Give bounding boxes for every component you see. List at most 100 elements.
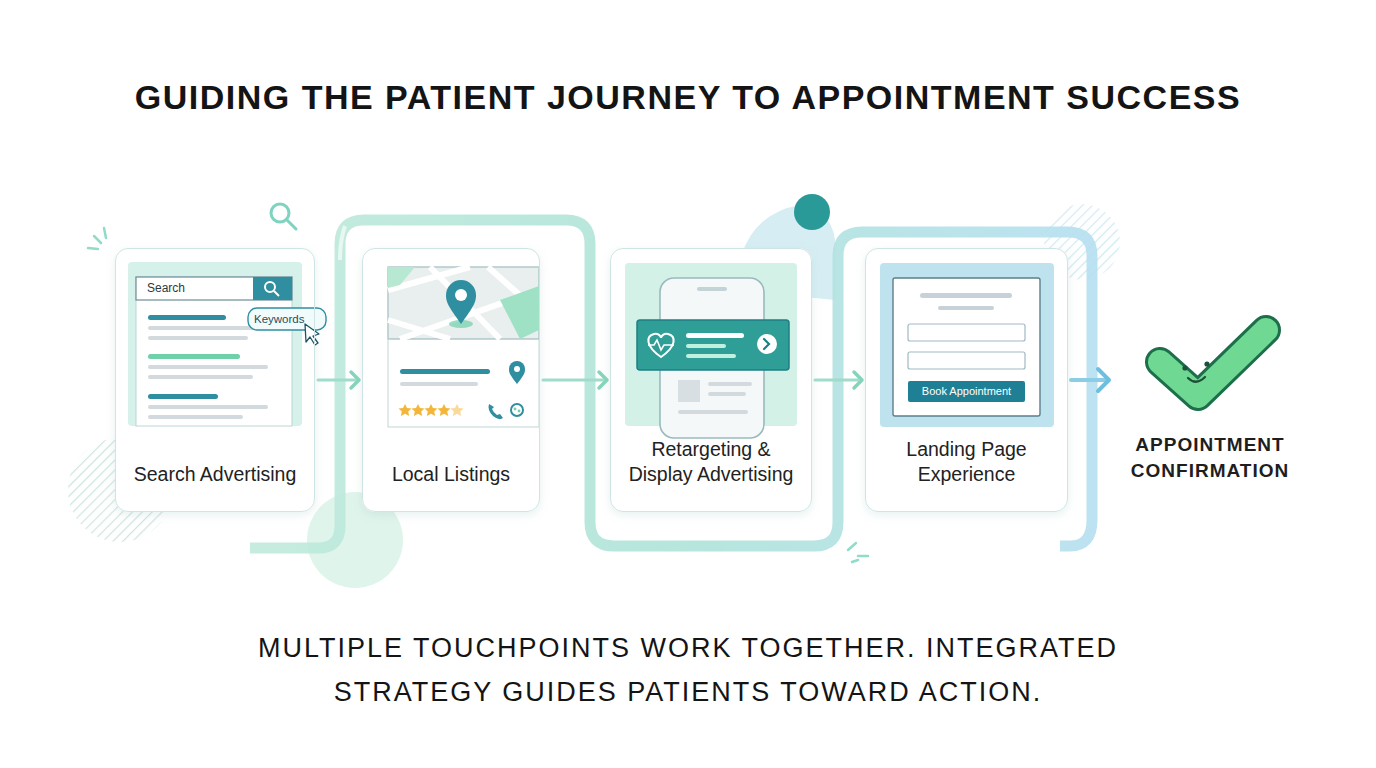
- illustration-part: [794, 194, 830, 230]
- illustration-part: [938, 306, 994, 310]
- illustration-part: [514, 408, 517, 411]
- illustration-part: [686, 333, 744, 338]
- node-label: APPOINTMENT CONFIRMATION: [1116, 432, 1304, 484]
- illustration-part: [88, 228, 868, 562]
- illustration-part: [764, 339, 769, 349]
- illustration-part: [399, 404, 464, 416]
- illustration-part: [148, 315, 226, 320]
- illustration-part: [250, 220, 1092, 548]
- search-field-text: Search: [147, 281, 185, 295]
- illustration-part: [858, 555, 868, 558]
- illustration-part: [610, 248, 812, 512]
- illustration-part: [489, 404, 504, 419]
- illustration-part: [388, 267, 415, 288]
- button-text: Book Appointment: [908, 385, 1025, 398]
- flow-connector: [1071, 369, 1109, 391]
- illustration-part: [893, 278, 1040, 416]
- illustration-part: [1160, 330, 1266, 396]
- illustration-part: [514, 366, 520, 372]
- illustration-part: [648, 334, 673, 357]
- illustration-part: [128, 262, 302, 426]
- illustration-part: [908, 352, 1025, 369]
- illustration-part: [136, 277, 292, 300]
- illustration-part: [400, 382, 478, 386]
- illustration-part: [518, 410, 521, 413]
- illustration-part: [920, 293, 1012, 298]
- illustration-part: [94, 236, 101, 243]
- illustration-part: [708, 392, 746, 396]
- illustration-part: [148, 415, 243, 419]
- arrow-head: [599, 372, 607, 388]
- illustration-part: [637, 320, 789, 370]
- illustration-part: [136, 277, 292, 426]
- illustration-part: [637, 320, 789, 370]
- node-label: Search Advertising: [134, 462, 297, 487]
- illustration-part: [148, 354, 240, 359]
- retargeting-illustration: [625, 263, 797, 438]
- illustration-part: [253, 277, 292, 300]
- illustration-part: [451, 404, 464, 416]
- illustration-part: [148, 405, 268, 409]
- node-label: Retargeting & Display Advertising: [619, 437, 803, 487]
- illustration-part: [388, 267, 539, 339]
- connector-line: [1071, 378, 1105, 382]
- touchpoint-card: Local Listings: [362, 248, 540, 512]
- illustration-part: [1204, 361, 1209, 366]
- illustration-part: [400, 369, 490, 374]
- illustration-part: [1182, 365, 1187, 370]
- illustration-part: [148, 336, 248, 340]
- touchpoint-card: Search Advertising: [115, 248, 315, 512]
- illustration-part: [697, 287, 727, 291]
- illustration-part: [708, 382, 752, 386]
- illustration-part: [425, 404, 438, 416]
- illustration-part: [648, 340, 674, 350]
- flow-connector: [815, 372, 862, 388]
- illustration-part: [511, 404, 523, 416]
- node-label: Local Listings: [392, 462, 510, 487]
- landing-page-illustration: [880, 263, 1054, 427]
- search-illustration: [128, 262, 326, 426]
- illustration-part: [362, 248, 540, 512]
- flow-connector: [543, 372, 607, 388]
- illustration-part: [88, 248, 98, 249]
- checkmark-icon: [1160, 330, 1266, 396]
- illustration-part: [757, 334, 777, 354]
- arrow-head: [1098, 369, 1109, 391]
- illustration-part: [399, 404, 412, 416]
- illustration-part: [148, 375, 253, 379]
- touchpoint-card: Landing Page Experience: [865, 248, 1068, 512]
- illustration-part: [908, 381, 1025, 402]
- illustration-part: [388, 267, 539, 339]
- illustration-part: [115, 248, 315, 512]
- illustration-part: [446, 280, 476, 324]
- illustration-part: [274, 291, 279, 296]
- illustration-part: [287, 220, 296, 229]
- illustration-part: [908, 324, 1025, 341]
- illustration-part: [865, 248, 1068, 512]
- illustration-part: [852, 560, 858, 562]
- illustration-part: [148, 365, 268, 369]
- illustration-part: [686, 354, 736, 358]
- illustration-part: [686, 344, 726, 348]
- illustration-part: [880, 263, 1054, 427]
- illustration-part: [388, 267, 539, 427]
- illustration-part: [678, 380, 700, 402]
- card-backgrounds: [115, 248, 1068, 512]
- arrow-head: [351, 372, 359, 388]
- connector-line: [815, 379, 858, 382]
- illustration-part: [305, 324, 319, 345]
- connector-line: [318, 379, 355, 382]
- diagram-caption: MULTIPLE TOUCHPOINTS WORK TOGETHER. INTE…: [188, 626, 1188, 714]
- illustration-part: [148, 394, 218, 399]
- illustration-part: [848, 543, 856, 550]
- illustration-part: [148, 326, 258, 330]
- illustration-part: [678, 410, 748, 414]
- illustration-part: [1160, 330, 1266, 396]
- illustration-part: [412, 404, 425, 416]
- illustration-part: [104, 228, 106, 238]
- flow-connector: [318, 372, 359, 388]
- keyword-tag: Keywords: [254, 313, 305, 327]
- background-decoration: [68, 194, 1120, 588]
- illustration-part: [455, 289, 467, 301]
